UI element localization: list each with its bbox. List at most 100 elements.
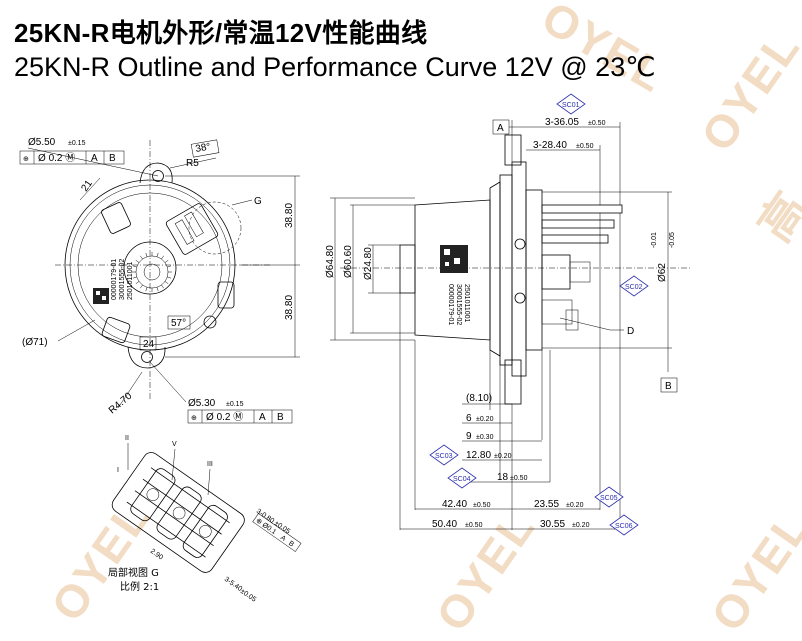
front-view: 00000179-01 30001555-02 2501011001 Ø5.50… (19, 137, 300, 424)
housing-inner-circle (69, 184, 231, 346)
front-label-3: 2501011001 (127, 261, 134, 300)
flange-rear (525, 189, 543, 351)
svg-text:A: A (279, 534, 287, 543)
dim-3605-tol: ±0.50 (588, 120, 606, 127)
gear-tooth (140, 284, 143, 289)
connector-pin-2 (184, 211, 204, 238)
front-qr-code (93, 288, 109, 304)
pin-2 (541, 219, 615, 229)
gear-center (143, 263, 161, 281)
dim-2840-label: 3-28.40 (533, 140, 567, 151)
gear-tooth (140, 255, 143, 260)
gear-tooth (135, 281, 140, 284)
hole2-diameter-label: Ø5.30 (188, 398, 216, 409)
dim-3055-tol: ±0.20 (572, 522, 590, 529)
svg-text:⊕: ⊕ (191, 415, 197, 422)
mount-ear-top (139, 162, 173, 184)
small-hole-right (203, 315, 217, 329)
dim-2355-label: 23.55 (534, 499, 559, 510)
sc-markers: SC01 SC02 SC03 SC04 SC05 SC06 (429, 93, 649, 536)
sc03-marker: SC03 (429, 444, 459, 466)
gear-tooth (164, 281, 169, 284)
detail-g-circle (188, 201, 242, 255)
angle-38-label: 38° (195, 141, 212, 154)
dim-4240-label: 42.40 (442, 499, 467, 510)
dim-2355-tol: ±0.20 (566, 502, 584, 509)
datum-a-label: A (497, 123, 504, 134)
bearing-bottom (514, 292, 526, 304)
callout-d-label: D (627, 326, 634, 337)
detail-terminal-2 (156, 486, 202, 540)
dim-6-tol: ±0.20 (476, 416, 494, 423)
connector-pin-1 (174, 219, 195, 245)
datum-b-label: B (665, 381, 672, 392)
pin-iii-label: III (207, 461, 213, 468)
gear-tooth (161, 255, 164, 260)
detail-dim-b: 2.90 (149, 548, 164, 562)
radius-r470-label: R4.70 (107, 390, 135, 416)
dim-5040-label: 50.40 (432, 519, 457, 530)
pin-3 (541, 234, 609, 244)
gear-tooth (145, 252, 148, 257)
svg-text:SC02: SC02 (625, 284, 643, 291)
hole2-tol-label: ±0.15 (226, 401, 244, 408)
bearing-top (514, 238, 526, 250)
front-connector (165, 203, 219, 255)
svg-text:SC06: SC06 (615, 523, 633, 530)
detail-dim-a-tol: ±0.05 (273, 520, 291, 536)
dia-2480-label: Ø24.80 (363, 247, 374, 280)
front-label-2: 30001555-02 (119, 259, 126, 300)
pin-1 (541, 204, 623, 214)
svg-text:SC03: SC03 (435, 453, 453, 460)
detail-terminal-1 (130, 468, 176, 522)
shaft-boss (399, 244, 416, 294)
hub-circle (123, 241, 177, 295)
side-label-3: 2501011001 (463, 284, 470, 323)
dim-9-tol: ±0.30 (476, 434, 494, 441)
detail-dim-c-tol: ±0.05 (239, 588, 257, 604)
hole-leader (27, 147, 159, 177)
dim-6-label: 6 (466, 413, 472, 424)
dim-18-label: 18 (497, 472, 509, 483)
dim-1280-tol: ±0.20 (494, 453, 512, 460)
dia-62-tol-upper: -0.01 (651, 232, 658, 248)
svg-text:Ø 0.2 Ⓜ: Ø 0.2 Ⓜ (206, 411, 243, 423)
gear-tooth (161, 284, 164, 289)
detail-terminal-3 (182, 504, 228, 558)
dim-24-label: 24 (143, 339, 155, 350)
svg-text:B: B (277, 412, 284, 423)
gear-tooth (167, 265, 172, 268)
sc06-marker: SC06 (609, 514, 639, 536)
dim-3880-top-label: 38.80 (284, 203, 295, 228)
pin-ii-label: II (125, 435, 129, 442)
pad-left-top (101, 202, 131, 234)
hole-diameter-label: Ø5.50 (28, 137, 56, 148)
side-view: 00000179-01 30001555-02 2501011001 A 3-3… (325, 117, 690, 530)
dim-5040-tol: ±0.50 (465, 522, 483, 529)
svg-text:A: A (91, 153, 98, 164)
fcf-bottom: ⊕ Ø 0.2 Ⓜ A B (187, 409, 293, 424)
datum-b-box (660, 377, 678, 393)
dia-6480-label: Ø64.80 (325, 245, 336, 278)
dim-4240-tol: ±0.50 (473, 502, 491, 509)
gear-circle (135, 255, 169, 289)
sc01-marker: SC01 (556, 93, 586, 115)
dia-6060-label: Ø60.60 (343, 245, 354, 278)
gear-tooth (145, 287, 148, 292)
sc04-marker: SC04 (447, 467, 477, 489)
flange-main (511, 161, 527, 377)
pad-right (217, 281, 235, 309)
mount-hole-bottom (141, 351, 153, 363)
callout-g-label: G (254, 196, 262, 207)
detail-view-g: II I V III 3-0.80 ±0.05 ⊕ Ø0.1 A B 2.90 … (108, 435, 302, 604)
angle-57-label: 57° (171, 318, 186, 329)
dia-62-label: Ø62 (657, 263, 668, 282)
detail-outline (111, 452, 245, 573)
page-title-cn: 25KN-R电机外形/常温12V性能曲线 (14, 18, 428, 48)
fcf-top: ⊕ Ø 0.2 Ⓜ A B (19, 150, 125, 165)
housing-step (489, 181, 501, 357)
gear-tooth (164, 260, 169, 263)
dim-3605-label: 3-36.05 (545, 117, 579, 128)
svg-text:SC04: SC04 (453, 476, 471, 483)
pad-left-bottom (101, 316, 131, 344)
